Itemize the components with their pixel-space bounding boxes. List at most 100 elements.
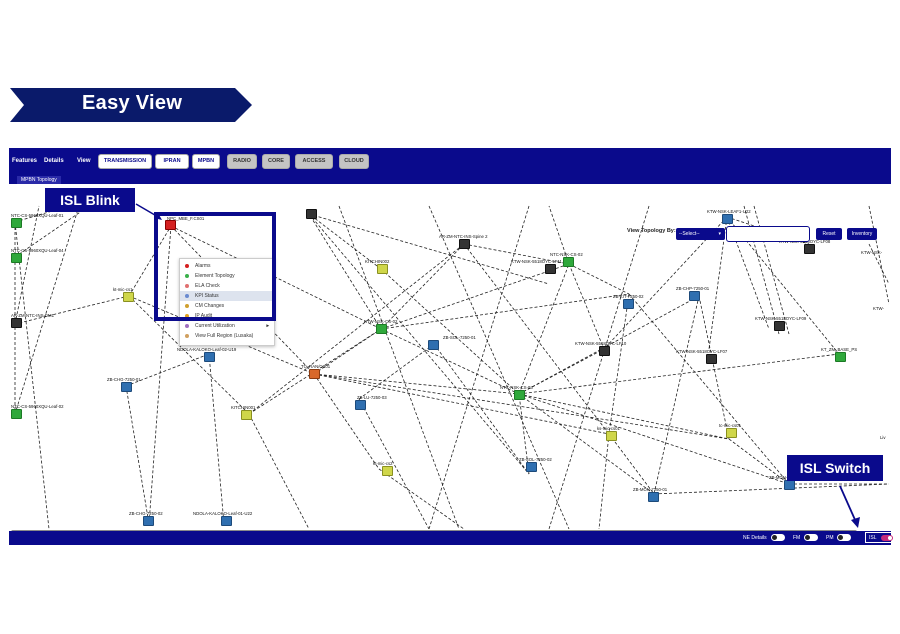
menu-item-label: CM Changes: [195, 303, 225, 309]
changes-icon: [185, 304, 189, 308]
menu-item-label: KPI Status: [195, 293, 219, 299]
node-zb-kit-7250-02[interactable]: [623, 299, 634, 309]
menu-item-view-full-region[interactable]: View Full Region (Lusaka): [180, 331, 274, 341]
node-kitchin001[interactable]: [241, 410, 252, 420]
context-menu: Alarms Element Topology ELA Check KPI St…: [179, 258, 275, 346]
node-ntc-leaf-04[interactable]: [11, 253, 22, 263]
menu-item-ela-check[interactable]: ELA Check: [180, 281, 274, 291]
node-label: KITCHIN002: [365, 259, 390, 264]
audit-icon: [185, 314, 189, 318]
node-zb-chg-7250-01[interactable]: [121, 382, 132, 392]
search-input[interactable]: [726, 226, 810, 242]
node-label: NPC_MBE_F.CS01: [167, 216, 205, 221]
node-label: NTC-CS-5960XQU-Leaf-02: [11, 404, 64, 409]
fm-toggle[interactable]: [804, 534, 818, 541]
node-label: tc-mic-cs01: [719, 423, 741, 428]
isl-label: ISL: [869, 535, 877, 541]
node-ar-zm-ntc-ins-dm1[interactable]: [11, 318, 22, 328]
node-label: KTW-: [873, 306, 884, 311]
node-ktw-lf10[interactable]: [599, 346, 610, 356]
chevron-right-icon: ▸: [266, 323, 269, 329]
node-label: NTC-CS-5960XQU-Leaf-04: [11, 248, 64, 253]
node-ktw-lf08[interactable]: [804, 244, 815, 254]
node-kt-mic-cs2[interactable]: [382, 466, 393, 476]
topology-canvas[interactable]: NTC-CS-5960XQU-Leaf-01 NTC-CS-5960XQU-Le…: [9, 184, 891, 529]
node-label: KTW-NSK-LEAF1-U22: [707, 209, 751, 214]
node-zb-chg-7250-02[interactable]: [143, 516, 154, 526]
cloud-button[interactable]: CLOUD: [339, 154, 369, 169]
node-kt-mic-cs1[interactable]: [123, 292, 134, 302]
topology-app: Features Details View TRANSMISSION IPRAN…: [9, 148, 891, 545]
node-top-dark[interactable]: [306, 209, 317, 219]
inventory-button[interactable]: Inventory: [847, 228, 877, 240]
node-label: AR-ZM-NTC-INS-Spine 2: [439, 234, 488, 239]
view-topology-label: View Topology By:: [627, 228, 676, 234]
node-ndola-leaf-02[interactable]: [204, 352, 215, 362]
node-ktw-lf11[interactable]: [545, 264, 556, 274]
node-label: ZB-KIT-7250-02: [613, 294, 644, 299]
node-label: KTW-NSK-5518OYC-LF09: [755, 316, 807, 321]
node-selected-red[interactable]: [165, 220, 176, 230]
node-label: NTC-NSK-CS-03: [500, 385, 533, 390]
ipran-button[interactable]: IPRAN: [155, 154, 189, 169]
node-ktw-lf07[interactable]: [706, 354, 717, 364]
node-ntc-leaf-01[interactable]: [11, 218, 22, 228]
node-kt-zm-base-ps[interactable]: [835, 352, 846, 362]
transmission-button[interactable]: TRANSMISSION: [98, 154, 152, 169]
menu-item-element-topology[interactable]: Element Topology: [180, 271, 274, 281]
topology-links: [14, 205, 890, 529]
menu-item-label: ELA Check: [195, 283, 220, 289]
node-zb-mon-7250-01[interactable]: [648, 492, 659, 502]
alarm-icon: [185, 264, 189, 268]
node-ktw-nsk-cs-02[interactable]: [376, 324, 387, 334]
banner-title: Easy View: [82, 92, 183, 114]
node-label: Liv: [880, 435, 886, 440]
node-ar-zm-spine-2[interactable]: [459, 239, 470, 249]
node-kitchin002[interactable]: [377, 264, 388, 274]
node-ktw-leaf1-u22[interactable]: [722, 214, 733, 224]
node-zb-lu-7250-03[interactable]: [355, 400, 366, 410]
menu-item-cm-changes[interactable]: CM Changes: [180, 301, 274, 311]
node-label: KTW-NSK-: [861, 250, 883, 255]
access-button[interactable]: ACCESS: [295, 154, 333, 169]
topology-icon: [185, 274, 189, 278]
bottom-status-bar: NE Details FM PM ISL: [9, 531, 895, 545]
node-ktw-lf09[interactable]: [774, 321, 785, 331]
node-label: KTW-NSK-5518OYC-LF11: [511, 259, 562, 264]
node-label: ZB-MON-7250-01: [633, 487, 668, 492]
node-label: ZB-SOL-7250-02: [519, 457, 552, 462]
menu-item-alarms[interactable]: Alarms: [180, 261, 274, 271]
details-menu[interactable]: Details: [44, 158, 64, 164]
node-ntc-nsk-cs-02[interactable]: [563, 257, 574, 267]
view-label: View: [77, 158, 91, 164]
tab-mpbn-topology[interactable]: MPBN Topology: [17, 176, 61, 184]
isl-toggle[interactable]: [881, 535, 893, 541]
menu-item-current-utilization[interactable]: Current Utilization▸: [180, 321, 274, 331]
node-label: NDOLA-KALOKO-Leaf-02-U19: [177, 347, 237, 352]
node-zb-chp-7250-01[interactable]: [689, 291, 700, 301]
node-ndola-leaf-01[interactable]: [221, 516, 232, 526]
node-tc-mic-cs01[interactable]: [726, 428, 737, 438]
node-label: KTW-NSK-CS-02: [364, 319, 398, 324]
radio-button[interactable]: RADIO: [227, 154, 257, 169]
node-zb-sol-7250-01[interactable]: [428, 340, 439, 350]
mpbn-button[interactable]: MPBN: [192, 154, 220, 169]
node-ntc-nsk-cs-03[interactable]: [514, 390, 525, 400]
core-button[interactable]: CORE: [262, 154, 290, 169]
chevron-down-icon: ▾: [718, 231, 721, 237]
node-zb-mon-7250-02[interactable]: [784, 480, 795, 490]
pm-toggle[interactable]: [837, 534, 851, 541]
topology-select-value: --Select--: [679, 231, 700, 237]
isl-blink-highlight-box: [154, 212, 276, 321]
node-ks-mic-cs01[interactable]: [606, 431, 617, 441]
check-icon: [185, 284, 189, 288]
node-zb-sol-7250-02[interactable]: [526, 462, 537, 472]
menu-item-ip-audit[interactable]: IP Audit: [180, 311, 274, 321]
ne-details-toggle[interactable]: [771, 534, 785, 541]
menu-item-kpi-status[interactable]: KPI Status: [180, 291, 274, 301]
reset-button[interactable]: Reset: [816, 228, 842, 240]
topology-select[interactable]: --Select-- ▾: [676, 228, 725, 240]
node-tc-ran-cs01[interactable]: [309, 369, 320, 379]
node-ntc-leaf-02[interactable]: [11, 409, 22, 419]
features-menu[interactable]: Features: [12, 158, 38, 164]
